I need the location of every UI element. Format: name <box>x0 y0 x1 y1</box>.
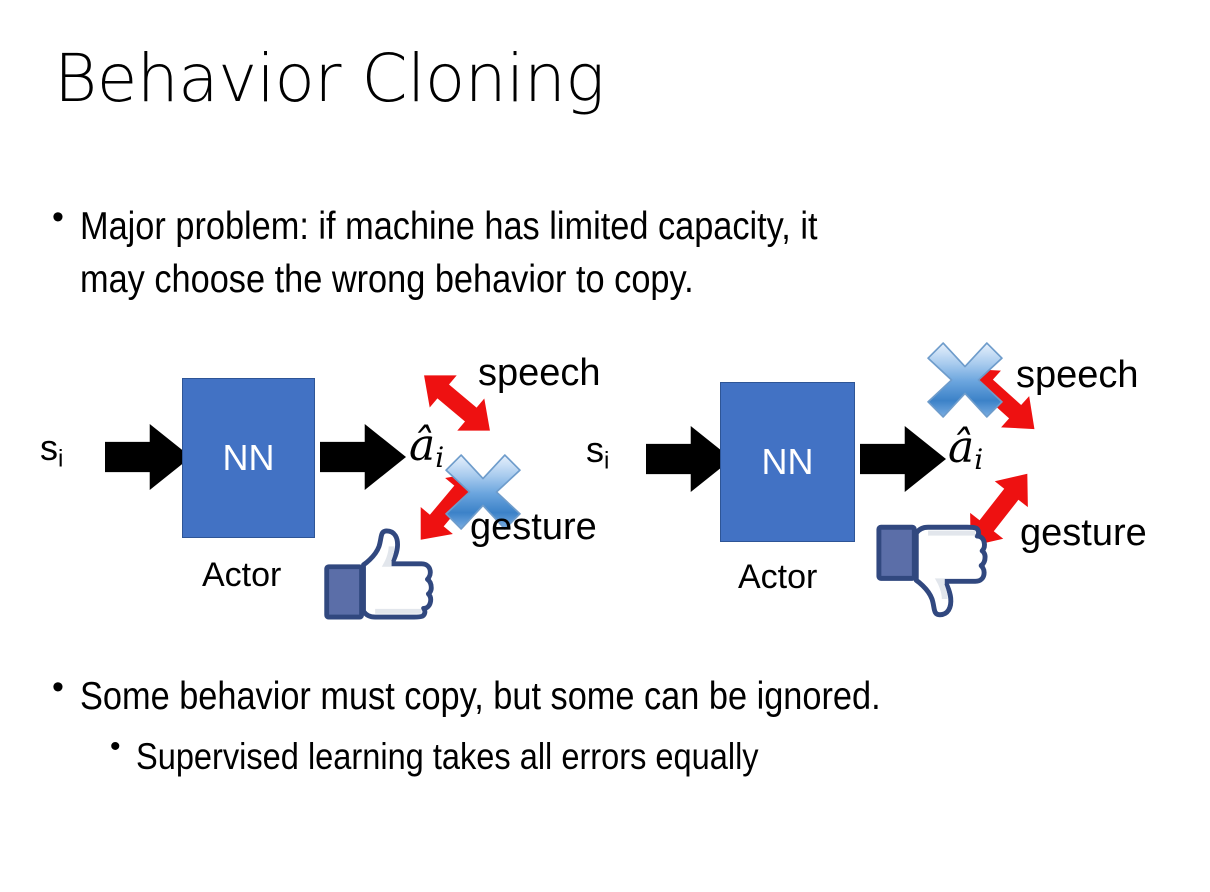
channel-label-speech-right: speech <box>1016 354 1139 396</box>
nn-box-label: NN <box>761 441 814 482</box>
state-subscript: i <box>604 447 610 475</box>
output-symbol-right: âi <box>948 426 983 474</box>
thumbs-down-icon <box>873 522 991 620</box>
gesture-arrow-icon-right <box>956 462 1042 558</box>
cross-out-icon-left <box>441 450 525 534</box>
bullet-bottom-1: • Some behavior must copy, but some can … <box>52 670 1172 723</box>
bullet-marker-icon: • <box>110 730 121 763</box>
input-arrow-icon-left <box>105 424 191 490</box>
output-a-hat: â <box>409 420 436 471</box>
bullet-bottom-1-text: Some behavior must copy, but some can be… <box>80 675 881 718</box>
state-symbol: s <box>40 427 58 468</box>
output-subscript: i <box>435 441 445 474</box>
speech-arrow-icon-right <box>960 352 1042 446</box>
state-label-right: si <box>586 432 609 474</box>
speech-arrow-icon-left <box>418 358 496 448</box>
diagram-left: si NN Actor âi speech <box>10 330 610 640</box>
nn-box-right: NN <box>720 382 855 542</box>
bullet-marker-icon: • <box>52 668 64 706</box>
output-arrow-icon-left <box>320 424 406 490</box>
channel-label-gesture-right: gesture <box>1020 512 1147 554</box>
channel-label-gesture-left: gesture <box>470 506 597 548</box>
state-subscript: i <box>58 445 64 473</box>
bullet-top-text: Major problem: if machine has limited ca… <box>80 205 818 302</box>
output-symbol-left: âi <box>409 424 444 472</box>
bullet-top: • Major problem: if machine has limited … <box>52 200 1162 306</box>
output-arrow-icon-right <box>860 426 946 492</box>
output-a-hat: â <box>948 422 975 473</box>
gesture-arrow-icon-left <box>408 460 490 552</box>
nn-box-label: NN <box>222 437 275 478</box>
cross-out-icon-right <box>923 338 1007 422</box>
bullet-bottom-2-text: Supervised learning takes all errors equ… <box>136 736 759 777</box>
bullet-marker-icon: • <box>52 198 64 236</box>
channel-label-speech-left: speech <box>478 352 601 394</box>
state-symbol: s <box>586 429 604 470</box>
output-subscript: i <box>974 443 984 476</box>
actor-caption-left: Actor <box>202 556 282 594</box>
page-title: Behavior Cloning <box>54 40 605 117</box>
bullet-bottom-2: • Supervised learning takes all errors e… <box>110 732 1170 782</box>
thumbs-up-icon <box>320 528 438 620</box>
actor-caption-right: Actor <box>738 558 818 596</box>
state-label-left: si <box>40 430 63 472</box>
diagram-right: si NN Actor âi <box>568 330 1188 640</box>
nn-box-left: NN <box>182 378 315 538</box>
